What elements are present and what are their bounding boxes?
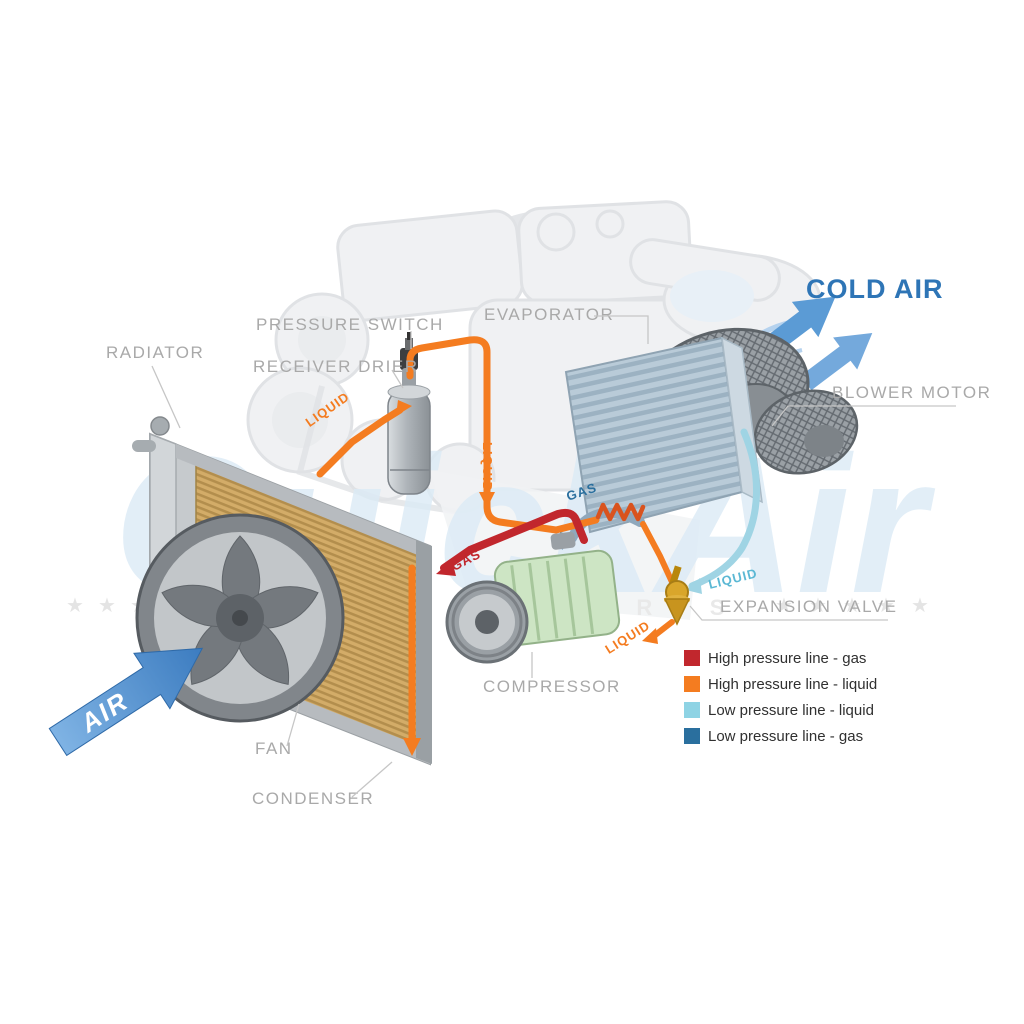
leader-line bbox=[689, 605, 888, 621]
pulley-hub bbox=[298, 316, 346, 364]
compressor bbox=[445, 531, 621, 664]
label-condenser: CONDENSER bbox=[252, 789, 374, 808]
legend-label-low-gas: Low pressure line - gas bbox=[708, 728, 863, 745]
pulley-hub bbox=[475, 610, 499, 634]
leader-line bbox=[771, 405, 956, 427]
flow-arrow-icon bbox=[642, 628, 658, 644]
pipe-orange-to-drier bbox=[316, 406, 404, 478]
star-icon: ★ bbox=[809, 595, 827, 617]
pipe-red-path bbox=[440, 508, 588, 572]
legend-swatch-low-gas bbox=[684, 728, 700, 744]
valve-stem bbox=[669, 565, 682, 585]
compressor-rib bbox=[563, 558, 577, 637]
label-expansion-valve: EXPANSION VALVE bbox=[720, 597, 897, 616]
compressor-rib bbox=[528, 562, 541, 641]
pipe-orange-valve-outlet bbox=[651, 619, 675, 639]
legend-item: Low pressure line - gas bbox=[684, 728, 863, 745]
star-icon: ★ bbox=[911, 595, 929, 617]
label-receiver-drier: RECEIVER DRIER bbox=[253, 357, 419, 376]
turbo-housing bbox=[670, 270, 754, 322]
leader-line bbox=[351, 761, 393, 798]
pulley-hub bbox=[272, 392, 328, 448]
pulley-groove bbox=[451, 586, 523, 658]
legend-item: High pressure line - gas bbox=[684, 650, 866, 667]
leader-line bbox=[594, 315, 649, 344]
flow-arrow-icon bbox=[479, 492, 495, 508]
legend-swatch-high-gas bbox=[684, 650, 700, 666]
fan-bolt bbox=[232, 610, 248, 626]
label-radiator: RADIATOR bbox=[106, 343, 204, 362]
star-icon: ★ bbox=[66, 595, 84, 617]
cold-air-arrow-icon bbox=[800, 333, 873, 391]
pipe-orange-into-valve bbox=[640, 521, 675, 585]
compressor-rib bbox=[581, 556, 595, 635]
star-icon: ★ bbox=[843, 595, 861, 617]
flow-arrow-icon bbox=[436, 560, 456, 576]
label-compressor: COMPRESSOR bbox=[483, 677, 621, 696]
legend-label-high-liquid: High pressure line - liquid bbox=[708, 676, 877, 693]
belt bbox=[296, 385, 461, 515]
blower-hub bbox=[804, 425, 844, 457]
pressure-switch-pin bbox=[407, 332, 411, 340]
legend-item: High pressure line - liquid bbox=[684, 676, 877, 693]
leader-line bbox=[151, 365, 181, 429]
drier-cap bbox=[387, 384, 431, 400]
engine-detail bbox=[595, 209, 625, 239]
flow-arrow-icon bbox=[686, 578, 702, 594]
label-blower-motor: BLOWER MOTOR bbox=[832, 383, 991, 402]
expansion-valve bbox=[663, 565, 691, 626]
pipe-coil bbox=[595, 502, 646, 522]
engine-detail bbox=[536, 212, 576, 252]
legend-label-low-liquid: Low pressure line - liquid bbox=[708, 702, 874, 719]
legend-swatch-low-liquid bbox=[684, 702, 700, 718]
valve-cone bbox=[663, 598, 691, 626]
frame-right-cap bbox=[416, 540, 432, 764]
flow-arrow-icon bbox=[396, 400, 412, 416]
cooling-fan bbox=[135, 513, 345, 723]
legend-swatch-high-liquid bbox=[684, 676, 700, 692]
leader-line bbox=[391, 369, 404, 389]
flow-arrow-icon bbox=[403, 738, 421, 756]
legend-item: Low pressure line - liquid bbox=[684, 702, 874, 719]
label-fan: FAN bbox=[255, 739, 293, 758]
pipe-orange-drier-to-valve bbox=[406, 336, 600, 534]
label-pressure-switch: PRESSURE SWITCH bbox=[256, 315, 444, 334]
legend: High pressure line - gas High pressure l… bbox=[684, 650, 877, 745]
leader-line bbox=[286, 703, 300, 747]
cold-air-label: COLD AIR bbox=[806, 274, 944, 304]
air-arrow-icon bbox=[48, 647, 204, 757]
radiator-condenser-assembly bbox=[132, 416, 432, 766]
component-labels: RADIATOR PRESSURE SWITCH RECEIVER DRIER … bbox=[106, 305, 991, 808]
filler-neck bbox=[150, 416, 170, 436]
pipe-low-liquid-path bbox=[688, 428, 760, 590]
compressor-port bbox=[550, 531, 576, 550]
pipe-label-drier-vertical: LIQUID bbox=[480, 442, 495, 492]
star-icon: ★ bbox=[877, 595, 895, 617]
compressor-rib bbox=[545, 560, 559, 639]
hose-stub bbox=[132, 440, 156, 452]
legend-label-high-gas: High pressure line - gas bbox=[708, 650, 866, 667]
pressure-switch-tip bbox=[405, 338, 413, 350]
star-icon: ★ bbox=[98, 595, 116, 617]
star-icon: ★ bbox=[775, 595, 793, 617]
label-evaporator: EVAPORATOR bbox=[484, 305, 614, 324]
frame-top-strip bbox=[176, 444, 430, 560]
